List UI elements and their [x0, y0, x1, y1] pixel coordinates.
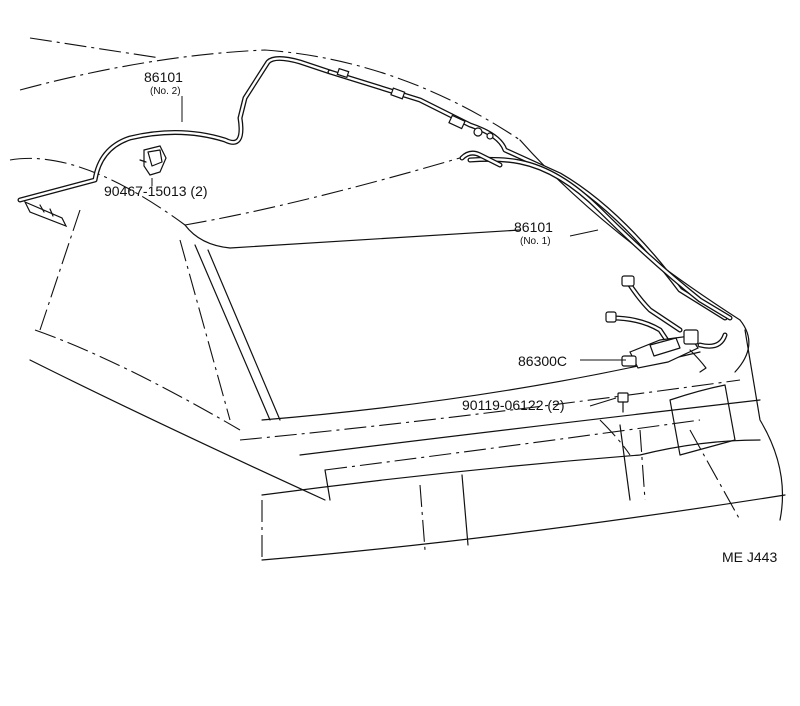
hose-clip	[139, 145, 167, 176]
callout-86101-no2-sub: (No. 2)	[150, 86, 181, 97]
callout-90467-15013: 90467-15013 (2)	[104, 183, 208, 199]
car-body-outline	[9, 37, 786, 561]
hose-no2	[17, 56, 333, 228]
callout-86300c: 86300C	[518, 353, 567, 369]
hose-no1	[327, 67, 733, 321]
callout-90119-06122: 90119-06122 (2)	[462, 397, 564, 413]
callout-86101-no1-sub: (No. 1)	[520, 236, 551, 247]
figure-code: ME J443	[722, 549, 777, 565]
callout-86101-no1-part: 86101	[514, 219, 553, 235]
callout-86101-no2-part: 86101	[144, 69, 183, 85]
washer-pump	[605, 275, 728, 373]
bolt	[617, 392, 629, 413]
leader-lines	[151, 96, 626, 407]
